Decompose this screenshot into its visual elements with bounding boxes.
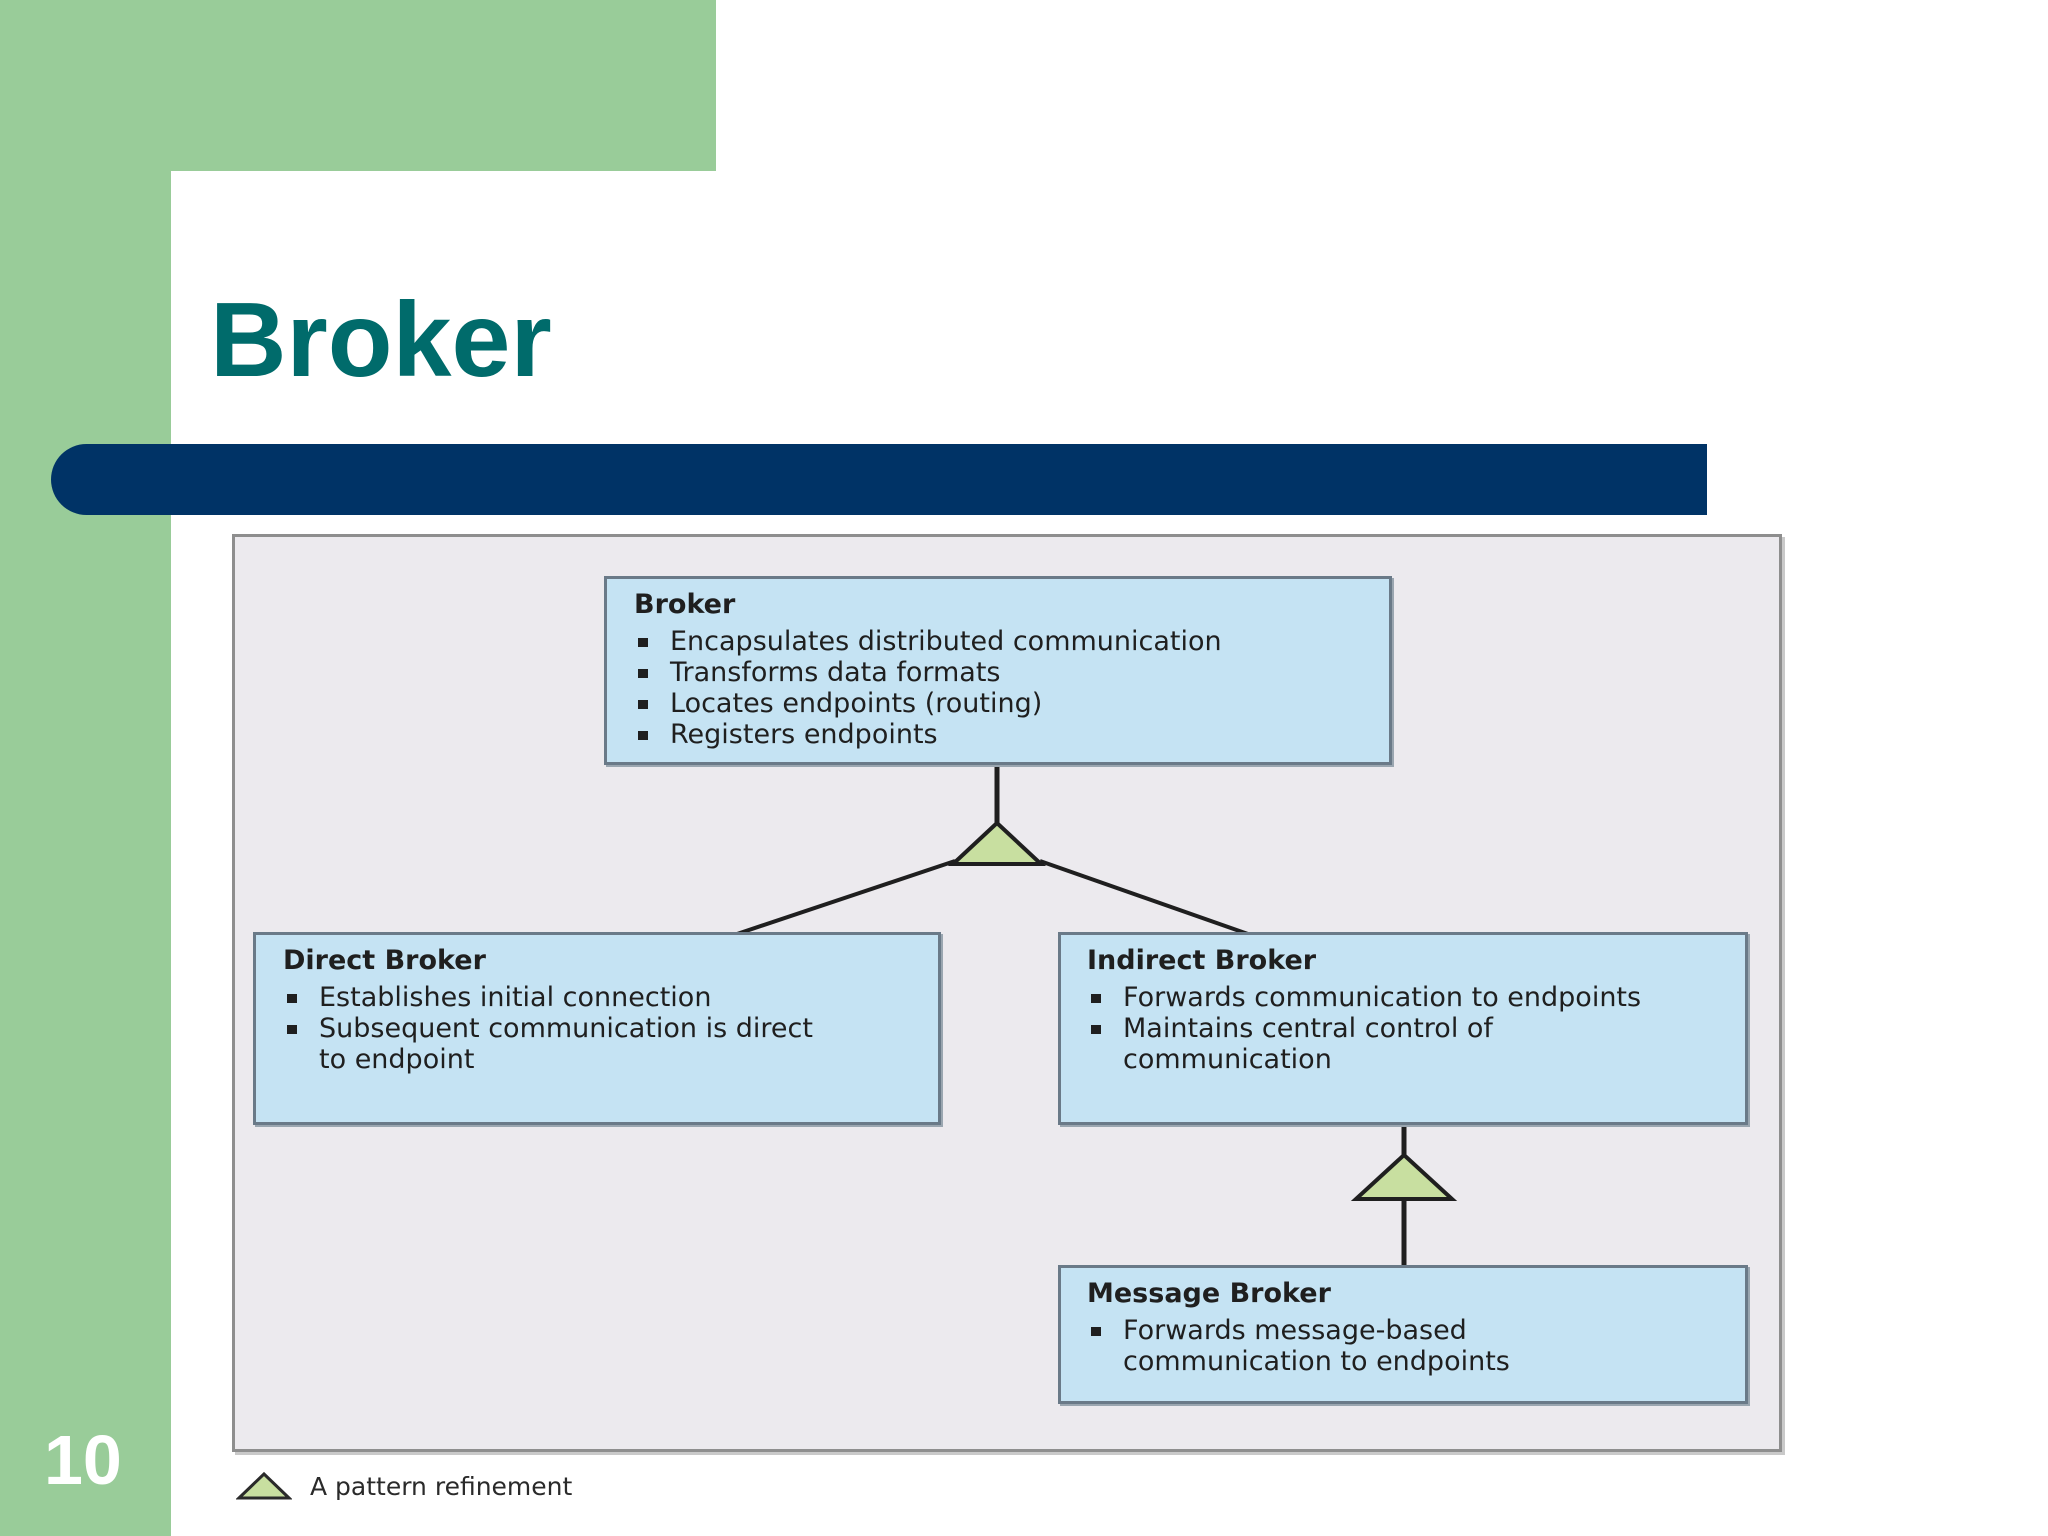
broker-box-title: Broker [634,589,736,620]
bullet-icon [1091,1327,1101,1336]
top-green-band [0,0,716,171]
direct-broker-box-list: Establishes initial connection Subsequen… [283,982,918,1075]
legend: A pattern refinement [236,1466,572,1506]
direct-broker-box: Direct Broker Establishes initial connec… [253,932,941,1125]
message-broker-box-title: Message Broker [1087,1278,1331,1309]
title-underline-bar [51,444,1707,515]
broker-item: Transforms data formats [634,657,1389,688]
page-number: 10 [44,1421,122,1499]
bullet-icon [638,638,648,647]
bullet-icon [287,1025,297,1034]
legend-label: A pattern refinement [310,1471,573,1501]
direct-broker-box-title: Direct Broker [283,945,486,976]
refinement-triangle-icon [236,1471,292,1500]
indirect-broker-item: Maintains central control of communicati… [1087,1013,1663,1075]
message-broker-box: Message Broker Forwards message-based co… [1058,1265,1748,1404]
broker-item: Locates endpoints (routing) [634,688,1389,719]
bullet-icon [638,731,648,740]
indirect-broker-box-list: Forwards communication to endpoints Main… [1087,982,1725,1075]
left-green-band [0,0,171,1536]
indirect-broker-item: Forwards communication to endpoints [1087,982,1663,1013]
message-broker-item: Forwards message-based communication to … [1087,1315,1683,1377]
broker-box-list: Encapsulates distributed communication T… [634,626,1389,750]
slide-title: Broker [210,281,552,399]
bullet-icon [638,700,648,709]
indirect-broker-box: Indirect Broker Forwards communication t… [1058,932,1748,1125]
message-broker-box-list: Forwards message-based communication to … [1087,1315,1725,1377]
bullet-icon [287,994,297,1003]
broker-box: Broker Encapsulates distributed communic… [604,576,1392,765]
direct-broker-item: Subsequent communication is direct to en… [283,1013,839,1075]
indirect-broker-box-title: Indirect Broker [1087,945,1317,976]
direct-broker-item: Establishes initial connection [283,982,918,1013]
broker-item: Registers endpoints [634,719,1389,750]
bullet-icon [638,669,648,678]
broker-item: Encapsulates distributed communication [634,626,1389,657]
bullet-icon [1091,1025,1101,1034]
bullet-icon [1091,994,1101,1003]
